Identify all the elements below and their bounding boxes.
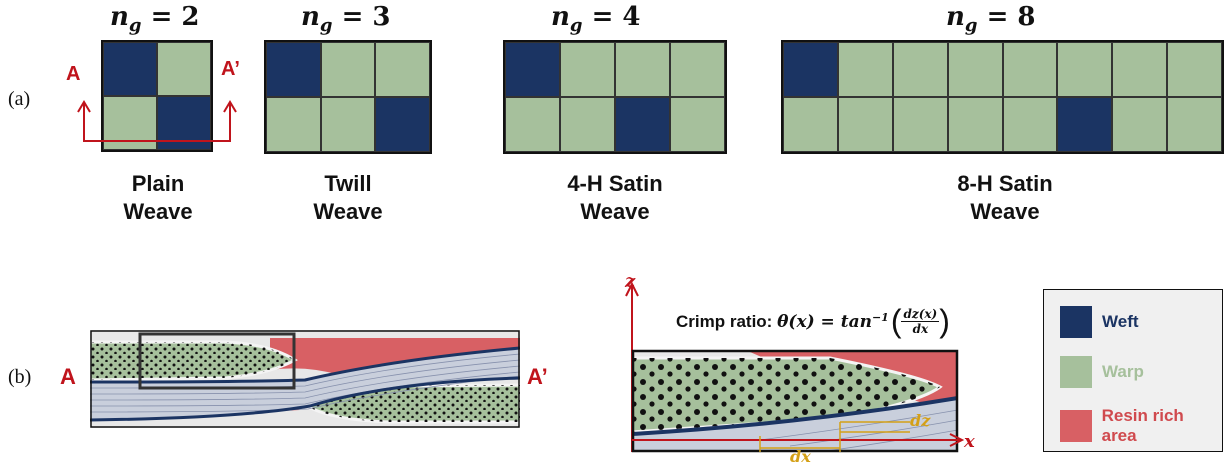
legend-item-resin: Resin rich area [1060,406,1222,446]
section-line-a-a [77,100,237,142]
8h-satin-weave-grid [781,40,1224,154]
axis-x-label: x [964,431,975,452]
ng-label-twill: ng = 3 [301,2,391,37]
weave-cell-weft [266,42,321,97]
4h-satin-weave-grid [503,40,727,154]
legend-swatch-weft [1060,306,1092,338]
legend-item-warp: Warp [1060,356,1144,388]
weave-cell-warp [615,42,670,97]
weave-cell-warp [560,42,615,97]
weave-cell-warp [1002,42,1058,97]
weave-cell-warp [320,42,376,97]
ng-label-plain: ng = 2 [110,2,200,37]
weave-cell-weft [505,42,560,97]
legend-swatch-resin [1060,410,1092,442]
weave-cell-warp [157,42,211,96]
legend-item-weft: Weft [1060,306,1139,338]
weave-cell-warp [320,97,376,152]
weave-name-4h-satin: 4-H Satin Weave [567,171,663,224]
zoomed-detail [625,281,965,453]
panel-b-label: (b) [8,366,32,388]
ng-label-4h-satin: ng = 4 [551,2,641,37]
ng-label-8h-satin: ng = 8 [946,2,1036,37]
weave-cell-weft [375,97,430,152]
legend-swatch-warp [1060,356,1092,388]
weave-cell-warp [266,97,321,152]
weave-cell-warp [1167,97,1222,152]
weave-name-twill: Twill Weave [313,171,383,224]
weave-cell-weft [783,42,838,97]
weave-name-plain: Plain Weave [123,171,193,224]
axis-z-label: z [625,271,636,292]
weave-cell-weft [103,42,157,96]
weave-cell-warp [1002,97,1058,152]
weave-cell-warp [670,97,725,152]
cross-section-label-a: A [60,364,76,389]
legend-label-weft: Weft [1102,312,1139,331]
weave-cell-warp [1167,42,1222,97]
dz-label: dz [910,411,931,430]
weave-cell-warp [1112,42,1168,97]
dx-label: dx [790,447,811,466]
section-label-a: A [66,63,81,85]
weave-cell-warp [892,97,948,152]
panel-a-label: (a) [8,88,31,110]
legend-label-resin: Resin rich area [1101,406,1184,445]
weave-cell-warp [375,42,430,97]
legend-label-warp: Warp [1102,362,1144,381]
weave-cell-warp [947,97,1003,152]
weave-cell-weft [615,97,670,152]
weave-cell-warp [947,42,1003,97]
weave-cross-section [90,330,520,428]
weave-cell-warp [1112,97,1168,152]
weave-cell-warp [837,97,893,152]
weave-cell-warp [1057,42,1113,97]
crimp-ratio-formula: Crimp ratio: θ(x) = tan−1 ( dz(x) dx ) [676,303,950,339]
weave-cell-warp [837,42,893,97]
cross-section-label-a-prime: A’ [527,364,548,389]
weave-cell-warp [505,97,560,152]
legend: Weft Warp Resin rich area [1043,289,1223,452]
twill-weave-grid [264,40,432,154]
weave-cell-warp [783,97,838,152]
weave-name-8h-satin: 8-H Satin Weave [957,171,1053,224]
weave-cell-weft [1057,97,1113,152]
weave-cell-warp [892,42,948,97]
weave-cell-warp [670,42,725,97]
section-label-a-prime: A’ [221,58,240,80]
weave-cell-warp [560,97,615,152]
